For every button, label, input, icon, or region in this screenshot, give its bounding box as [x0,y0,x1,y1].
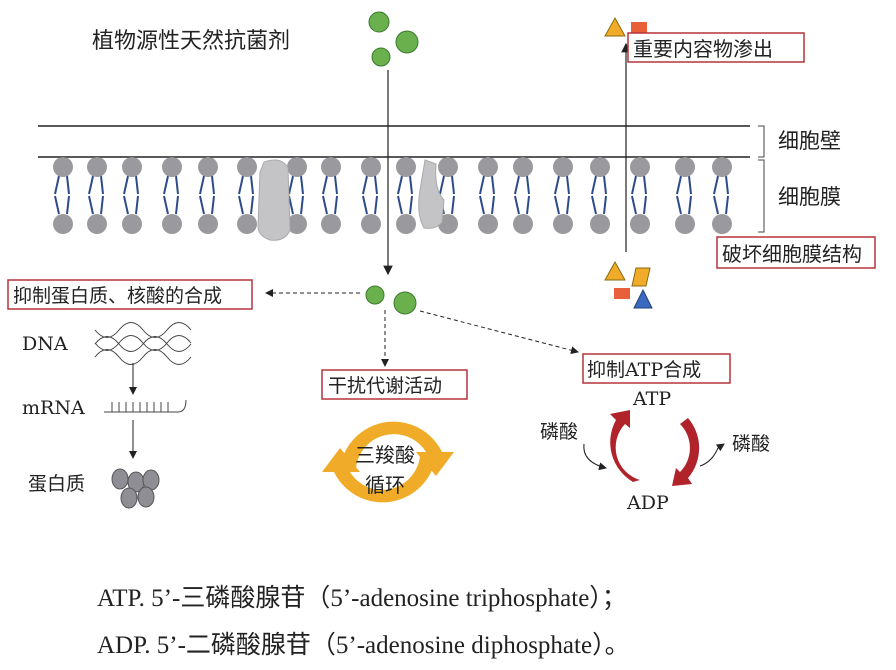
cell-membrane-label: 细胞膜 [778,185,841,209]
dna-helix-icon [94,322,192,365]
cell-wall-bracket [758,125,765,158]
phospholipid [198,157,218,234]
tca-label-line1: 三羧酸 [355,443,415,467]
atp-label: ATP [632,388,671,410]
footnote-atp: ATP. 5’-三磷酸腺苷（5’-adenosine triphosphate）… [97,585,627,612]
protein-label: 蛋白质 [28,473,85,495]
tca-cycle-icon [322,421,454,503]
phospholipid [513,157,533,234]
phospholipid [478,157,498,234]
phospholipid [712,157,732,234]
leakage-label: 重要内容物渗出 [633,37,773,61]
inhibit-atp-label: 抑制ATP合成 [587,359,701,381]
phospholipid [630,157,650,234]
dashed-arrow-right [419,310,579,355]
phosphate-in-arrow [583,443,607,471]
phospholipid [321,157,341,234]
inhibit-atp-box [582,353,731,384]
metabolism-box [321,369,468,400]
tca-label-line2: 循环 [365,473,405,497]
content-triangle-icon [604,16,626,37]
lipid-bilayer [53,157,732,234]
antibacterial-particles-inside [365,285,417,315]
membrane-protein [257,159,291,241]
footnote-adp: ADP. 5’-二磷酸腺苷（5’-adenosine diphosphate）。 [97,632,630,659]
antibacterial-particles-top [368,11,419,67]
phospholipid [162,157,182,234]
cell-wall-label: 细胞壁 [778,129,841,153]
membrane-damage-label: 破坏细胞膜结构 [722,242,862,266]
mrna-icon [104,399,187,413]
phosphate-in-label: 磷酸 [540,421,578,443]
phospholipid [287,157,307,234]
dna-label: DNA [22,333,68,355]
inhibit-synthesis-label: 抑制蛋白质、核酸的合成 [13,285,222,307]
mrna-label: mRNA [22,397,85,419]
phospholipid [237,157,257,234]
content-rect-icon [631,22,647,33]
inhibit-synthesis-box [7,279,253,310]
membrane-damage-box [716,236,876,269]
leaked-contents [604,260,653,309]
phospholipid [675,157,695,234]
atp-cycle-icon [610,410,700,486]
phospholipid [122,157,142,234]
phospholipid [553,157,573,234]
phospholipid [438,157,458,234]
title-label: 植物源性天然抗菌剂 [92,29,290,54]
phospholipid [53,157,73,234]
leakage-box [627,32,805,63]
metabolism-label: 干扰代谢活动 [328,375,442,397]
phospholipid [87,157,107,234]
protein-icon [111,468,160,509]
phospholipid [396,157,416,234]
membrane-protein [418,159,445,229]
phosphate-out-arrow [699,443,725,467]
phospholipid [590,157,610,234]
cell-membrane-bracket [758,159,765,233]
phospholipid [361,157,381,234]
phosphate-out-label: 磷酸 [732,433,770,455]
adp-label: ADP [626,492,669,514]
